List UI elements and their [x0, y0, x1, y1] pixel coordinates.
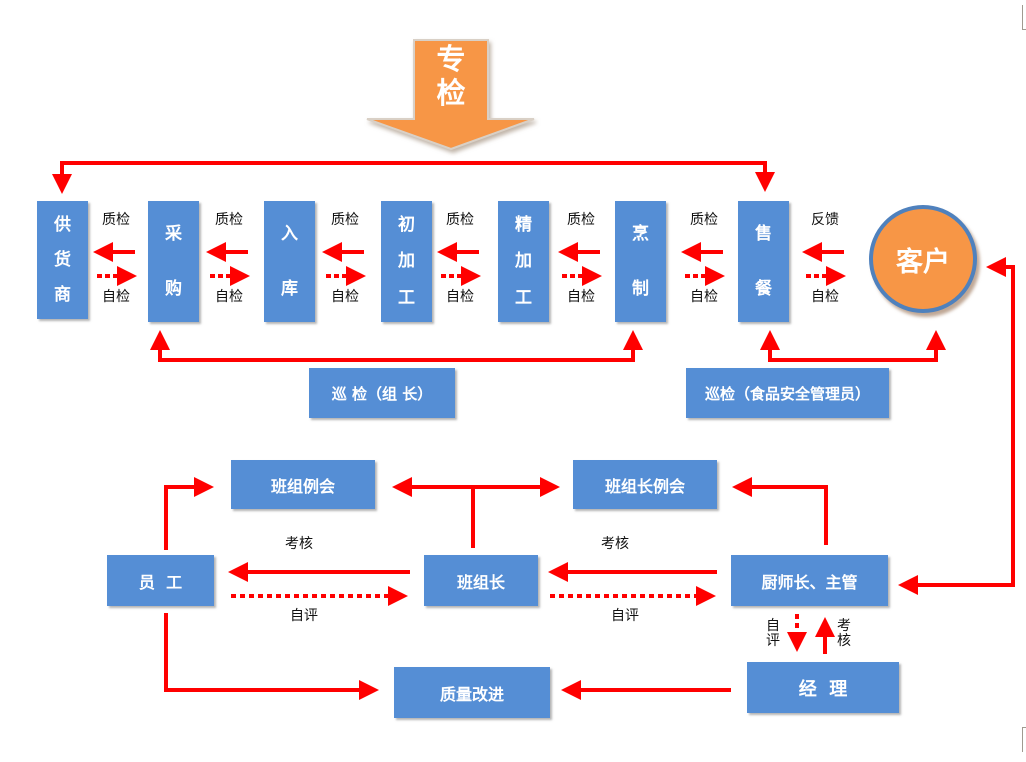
patrol-food-safety-label: 巡检（食品安全管理员）	[704, 384, 870, 403]
process-step-char: 采	[165, 224, 182, 245]
process-step-char: 工	[398, 287, 415, 308]
patrol-team-leader-box: 巡 检（组 长）	[309, 368, 455, 418]
process-step-char: 供	[54, 214, 71, 235]
assess-label-2: 考核	[601, 536, 629, 552]
link-top-label: 质检	[331, 212, 359, 228]
process-step-char: 初	[398, 215, 415, 236]
process-step-rough-processing: 初加工	[381, 201, 432, 322]
chef-supervisor-label: 厨师长、主管	[761, 572, 858, 592]
process-step-char: 加	[515, 251, 532, 272]
staff-label: 员 工	[138, 572, 183, 592]
staff-to-meeting-line	[164, 477, 214, 550]
team-meeting-box: 班组例会	[231, 460, 375, 509]
link-bottom-label: 自检	[446, 289, 474, 305]
quality-improvement-box: 质量改进	[394, 667, 550, 718]
process-step-fine-processing: 精加工	[498, 201, 549, 322]
process-step-char: 售	[755, 224, 772, 245]
chef-to-leader-meeting	[732, 477, 828, 545]
patrol-food-safety-box: 巡检（食品安全管理员）	[686, 368, 889, 418]
staff-to-quality-line	[164, 613, 379, 700]
process-step-char: 工	[515, 287, 532, 308]
vertical-assess-label: 考核	[837, 618, 851, 649]
process-step-char: 购	[165, 278, 182, 299]
process-step-char: 货	[54, 249, 71, 270]
team-meeting-label: 班组例会	[270, 476, 335, 496]
link-bottom-label: 自检	[102, 289, 130, 305]
process-step-char: 加	[398, 251, 415, 272]
staff-box: 员 工	[107, 555, 214, 606]
process-step-char: 商	[54, 285, 71, 306]
special-inspection-arrow-shape	[366, 39, 535, 151]
manager-label: 经 理	[798, 678, 848, 700]
process-step-purchase: 采购	[148, 201, 199, 322]
corner-mark-bottom	[1022, 727, 1026, 752]
process-step-char: 烹	[632, 224, 649, 245]
patrol-team-leader-label: 巡 检（组 长）	[331, 384, 433, 403]
link-bottom-label: 自检	[811, 289, 839, 305]
link-bottom-label: 自检	[690, 289, 718, 305]
process-step-char: 精	[515, 215, 532, 236]
manager-box: 经 理	[747, 662, 899, 713]
process-step-char: 入	[281, 224, 298, 245]
link-bottom-label: 自检	[331, 289, 359, 305]
corner-mark-top	[1022, 5, 1026, 30]
leader-meeting-label: 班组长例会	[604, 476, 685, 496]
process-step-cooking: 烹制	[615, 201, 666, 322]
self-eval-label-2: 自评	[611, 608, 639, 624]
link-top-label: 质检	[567, 212, 595, 228]
process-step-char: 制	[632, 278, 649, 299]
process-step-char: 库	[281, 278, 298, 299]
process-step-serving: 售餐	[738, 201, 789, 322]
process-step-storage: 入库	[264, 201, 315, 322]
link-bottom-label: 自检	[567, 289, 595, 305]
self-eval-label-1: 自评	[290, 608, 318, 624]
link-top-label: 质检	[215, 212, 243, 228]
team-leader-box: 班组长	[424, 555, 538, 606]
leader-meeting-box: 班组长例会	[573, 460, 717, 509]
customer-label: 客户	[896, 246, 950, 278]
link-top-label: 反馈	[811, 212, 839, 228]
customer-node: 客户	[869, 205, 977, 313]
link-bottom-label: 自检	[215, 289, 243, 305]
vertical-self-eval-label: 自评	[766, 618, 780, 649]
process-step-supplier: 供货商	[37, 201, 88, 319]
chef-supervisor-box: 厨师长、主管	[731, 555, 888, 606]
link-top-label: 质检	[690, 212, 718, 228]
special-inspection-label: 专 检	[436, 42, 466, 110]
assess-label-1: 考核	[285, 536, 313, 552]
team-leader-label: 班组长	[456, 572, 505, 592]
process-step-char: 餐	[755, 278, 772, 299]
link-top-label: 质检	[446, 212, 474, 228]
link-top-label: 质检	[102, 212, 130, 228]
quality-improvement-label: 质量改进	[439, 684, 504, 704]
